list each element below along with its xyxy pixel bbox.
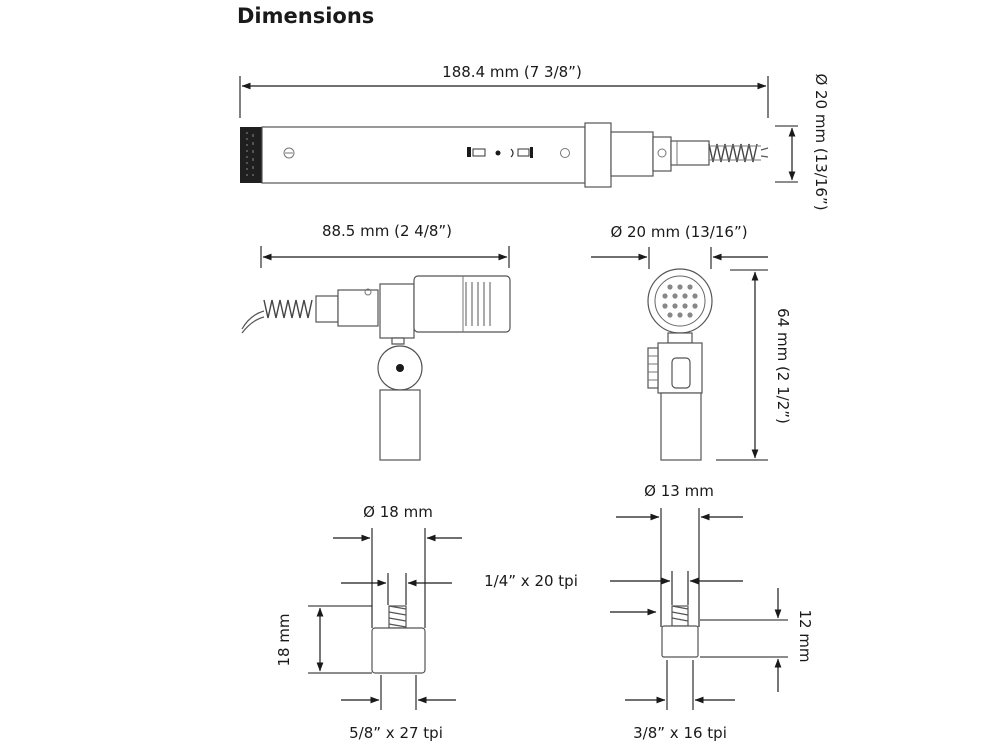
thread-three-eighths-label: 3/8” x 16 tpi <box>633 724 727 742</box>
microphone-body <box>261 126 586 184</box>
large-adapter-body <box>371 627 426 674</box>
front-height-label: 64 mm (2 1/2”) <box>774 308 792 424</box>
body-collar <box>584 122 612 188</box>
clip-length-label: 88.5 mm (2 4/8”) <box>322 222 452 240</box>
large-thread-adapter: Ø 18 mm 1/4” x 20 tpi 18 mm 5/8” x 27 tp… <box>275 503 578 742</box>
adapter-large-diameter-label: Ø 18 mm <box>363 503 433 521</box>
clip-knob <box>647 347 659 389</box>
thread-five-eighths-label: 5/8” x 27 tpi <box>349 724 443 742</box>
capsule-front-grille <box>647 268 713 334</box>
clip-stand-adapter <box>379 389 421 461</box>
microphone-clip-front-view: Ø 20 mm (13/16”) 64 mm (2 1/2”) <box>591 223 792 461</box>
xlr-connector <box>610 131 654 177</box>
small-thread-adapter: Ø 13 mm 12 mm 3/8” x 16 tpi <box>610 482 814 742</box>
thread-quarter-label: 1/4” x 20 tpi <box>484 572 578 590</box>
microphone-clip-side-view: 88.5 mm (2 4/8”) <box>241 222 511 461</box>
body-diameter-label: Ø 20 mm (13/16”) <box>812 73 830 210</box>
adapter-small-height-label: 12 mm <box>796 609 814 662</box>
screw-icon <box>283 147 295 159</box>
cable-spring <box>708 143 758 163</box>
microphone-body-short <box>413 275 511 333</box>
small-adapter-body <box>661 625 699 658</box>
capsule-grille <box>240 127 262 183</box>
front-diameter-label: Ø 20 mm (13/16”) <box>610 223 747 241</box>
pivot-screw-icon <box>396 364 404 372</box>
adapter-large-height-label: 18 mm <box>275 613 293 666</box>
page-title: Dimensions <box>237 4 375 28</box>
microphone-side-view: 188.4 mm (7 3/8”) <box>239 63 830 211</box>
adapter-small-diameter-label: Ø 13 mm <box>644 482 714 500</box>
switch-markings <box>467 147 570 158</box>
overall-length-label: 188.4 mm (7 3/8”) <box>442 63 582 81</box>
